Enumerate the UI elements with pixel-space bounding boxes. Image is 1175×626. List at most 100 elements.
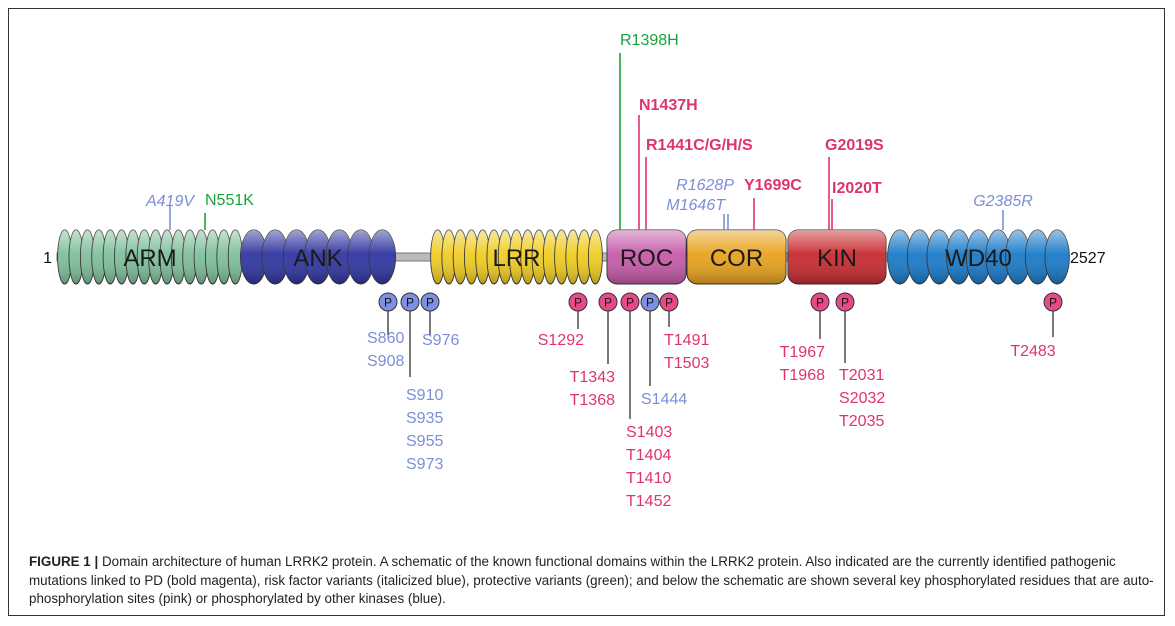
phospho-site-label: S908 bbox=[367, 353, 404, 370]
domain-wd40: WD40 bbox=[887, 229, 1070, 285]
domain-arm-repeat-shine bbox=[137, 230, 152, 284]
domain-arm-repeat-shine bbox=[160, 230, 175, 284]
figure-caption: FIGURE 1 | Domain architecture of human … bbox=[29, 553, 1159, 609]
domain-arm-repeat-shine bbox=[171, 230, 186, 284]
domain-lrr-repeat-shine bbox=[577, 230, 592, 284]
mutation-g2385r: G2385R bbox=[973, 193, 1033, 230]
phospho-site-label: S1444 bbox=[641, 391, 687, 408]
phospho-site-label: S1403 bbox=[626, 424, 672, 441]
domain-arm-repeat-shine bbox=[194, 230, 209, 284]
mutation-n551k: N551K bbox=[204, 192, 254, 230]
mutation-n1437h: N1437H bbox=[638, 97, 698, 230]
phospho-site-label: T2031 bbox=[839, 367, 884, 384]
domain-label-lrr: LRR bbox=[492, 245, 540, 272]
mutation-y1699c: Y1699C bbox=[744, 177, 802, 230]
domain-arm-repeat-shine bbox=[69, 230, 84, 284]
phospho-marker-label: P bbox=[574, 296, 582, 310]
domain-arm-repeat-shine bbox=[182, 230, 197, 284]
mutation-a419v: A419V bbox=[145, 193, 195, 230]
domain-arm-repeat-shine bbox=[228, 230, 243, 284]
domain-wd40-repeat-shine bbox=[1044, 230, 1070, 284]
phospho-marker bbox=[420, 292, 440, 312]
domain-label-roc: ROC bbox=[620, 245, 673, 272]
caption-text: Domain architecture of human LRRK2 prote… bbox=[29, 554, 1154, 606]
phospho-marker bbox=[659, 292, 679, 312]
phospho-marker-label: P bbox=[816, 296, 824, 310]
domain-wd40-repeat-shine bbox=[887, 230, 913, 284]
protein-end-label: 2527 bbox=[1070, 250, 1106, 267]
phospho-site-label: S2032 bbox=[839, 390, 885, 407]
phospho-marker bbox=[598, 292, 618, 312]
phospho-site-label: T1410 bbox=[626, 470, 671, 487]
phospho-site-s1292: P S1292 bbox=[538, 292, 588, 349]
phospho-site-label: S976 bbox=[422, 332, 459, 349]
domain-lrr-repeat-shine bbox=[498, 230, 513, 284]
domain-lrr-repeat-shine bbox=[464, 230, 479, 284]
domain-arm-repeat-shine bbox=[57, 230, 72, 284]
domain-ank-repeat-shine bbox=[283, 230, 310, 284]
phospho-site-label: S1292 bbox=[538, 332, 584, 349]
domain-lrr-repeat-shine bbox=[475, 230, 490, 284]
phospho-marker bbox=[568, 292, 588, 312]
phospho-site-s1444: P S1444 bbox=[640, 292, 687, 408]
domain-lrr-repeat-shine bbox=[509, 230, 524, 284]
domain-cor-shine bbox=[687, 230, 786, 284]
domain-lrr-repeat-shine bbox=[453, 230, 468, 284]
domain-ank-repeat-shine bbox=[326, 230, 353, 284]
domain-cor: COR bbox=[686, 229, 787, 285]
domain-lrr-repeat-shine bbox=[441, 230, 456, 284]
phospho-site-label: T1452 bbox=[626, 493, 671, 510]
phospho-site-label: T1404 bbox=[626, 447, 671, 464]
domain-arm-repeat-shine bbox=[216, 230, 231, 284]
domain-lrr-repeat-shine bbox=[565, 230, 580, 284]
domain-ank-repeat-shine bbox=[304, 230, 332, 284]
domain-ank-repeat-shine bbox=[369, 230, 396, 284]
phospho-marker bbox=[835, 292, 855, 312]
mutation-r1441c-g-h-s: R1441C/G/H/S bbox=[645, 137, 753, 230]
phospho-marker-label: P bbox=[646, 296, 654, 310]
domain-lrr-repeat-shine bbox=[520, 230, 535, 284]
domain-arm-repeat-shine bbox=[91, 230, 106, 284]
domain-arm-repeat-shine bbox=[125, 230, 140, 284]
phospho-marker-label: P bbox=[604, 296, 612, 310]
mutation-label: I2020T bbox=[832, 180, 882, 197]
mutation-label: G2019S bbox=[825, 137, 884, 154]
phospho-marker bbox=[620, 292, 640, 312]
domain-wd40-repeat-shine bbox=[1025, 230, 1050, 284]
domain-arm-repeat-shine bbox=[80, 230, 95, 284]
domain-ank-repeat-shine bbox=[240, 230, 267, 284]
phospho-site-label: T1967 bbox=[780, 344, 825, 361]
domain-wd40-repeat-shine bbox=[907, 230, 932, 284]
mutation-g2019s: G2019S bbox=[825, 137, 884, 230]
phospho-site-label: S860 bbox=[367, 330, 404, 347]
domain-wd40-repeat-shine bbox=[985, 230, 1011, 284]
domain-label-wd40: WD40 bbox=[945, 245, 1012, 272]
caption-label: FIGURE 1 | bbox=[29, 554, 99, 569]
phospho-marker-label: P bbox=[1049, 296, 1057, 310]
domain-lrr-repeat-shine bbox=[532, 230, 547, 284]
mutation-label: R1441C/G/H/S bbox=[646, 137, 753, 154]
domain-wd40-repeat-shine bbox=[946, 230, 972, 284]
phospho-marker bbox=[400, 292, 420, 312]
domain-lrr-repeat-shine bbox=[554, 230, 569, 284]
domain-label-ank: ANK bbox=[293, 245, 342, 272]
domain-lrr: LRR bbox=[430, 229, 603, 285]
mutation-label: R1628P bbox=[676, 177, 734, 194]
mutation-label: A419V bbox=[145, 193, 195, 210]
phospho-site-label: T1491 bbox=[664, 332, 709, 349]
domain-arm-repeat-shine bbox=[148, 230, 163, 284]
phospho-site-label: T1343 bbox=[570, 369, 615, 386]
mutation-m1646t: M1646T bbox=[666, 197, 729, 230]
mutation-r1628p: R1628P bbox=[676, 177, 734, 194]
phospho-site-label: T1503 bbox=[664, 355, 709, 372]
phospho-marker bbox=[1043, 292, 1063, 312]
phospho-marker-label: P bbox=[406, 296, 414, 310]
phospho-marker bbox=[640, 292, 660, 312]
